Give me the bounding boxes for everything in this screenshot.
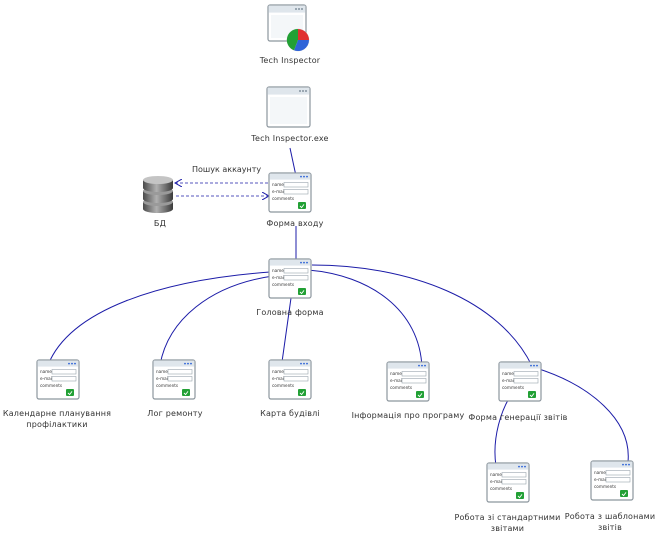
- form-window-icon-main-form[interactable]: name e-mail comments: [268, 258, 312, 300]
- svg-text:comments: comments: [490, 486, 512, 491]
- node-label-repair-log: Лог ремонту: [147, 409, 203, 418]
- svg-text:name: name: [502, 371, 514, 376]
- node-label-tpl-reports: Робота з шаблонами звітів: [564, 512, 656, 532]
- node-label-about: Інформація про програму: [351, 411, 465, 420]
- svg-text:name: name: [490, 472, 502, 477]
- edge-main-to-repair-log: [159, 275, 274, 366]
- node-label-reports-form: Форма генерації звітів: [468, 413, 568, 422]
- form-window-icon-std-reports[interactable]: name e-mail comments: [486, 462, 530, 504]
- edge-exe-to-login: [289, 147, 297, 177]
- edge-reports-to-tpl: [535, 367, 629, 463]
- database-icon[interactable]: [141, 173, 175, 215]
- svg-text:comments: comments: [272, 196, 294, 201]
- svg-text:e-mail: e-mail: [390, 378, 403, 383]
- node-label-login-form: Форма входу: [266, 219, 324, 228]
- svg-text:comments: comments: [272, 383, 294, 388]
- svg-text:name: name: [390, 371, 402, 376]
- node-label-std-reports: Робота зі стандартними звітами: [454, 513, 561, 533]
- edge-main-to-about: [307, 269, 423, 369]
- svg-text:name: name: [272, 182, 284, 187]
- svg-text:name: name: [272, 268, 284, 273]
- svg-text:e-mail: e-mail: [594, 477, 607, 482]
- edge-main-to-reports: [311, 264, 533, 367]
- node-label-tech-inspector: Tech Inspector: [259, 56, 321, 65]
- svg-text:name: name: [40, 369, 52, 374]
- svg-text:comments: comments: [40, 383, 62, 388]
- svg-text:e-mail: e-mail: [490, 479, 503, 484]
- form-window-icon-calendar[interactable]: name e-mail comments: [36, 359, 80, 401]
- edge-label-account-search: Пошук аккаунту: [192, 165, 262, 174]
- node-label-main-form: Головна форма: [256, 308, 324, 317]
- svg-text:name: name: [594, 470, 606, 475]
- window-pie-chart-icon[interactable]: [265, 4, 315, 54]
- svg-text:e-mail: e-mail: [40, 376, 53, 381]
- svg-text:e-mail: e-mail: [156, 376, 169, 381]
- node-label-tech-inspector-exe: Tech Inspector.exe: [251, 134, 329, 143]
- form-window-icon-login-form[interactable]: name e-mail comments: [268, 172, 312, 214]
- window-icon[interactable]: [266, 86, 312, 130]
- form-window-icon-building-map[interactable]: name e-mail comments: [268, 359, 312, 401]
- svg-text:comments: comments: [390, 385, 412, 390]
- form-window-icon-tpl-reports[interactable]: name e-mail comments: [590, 460, 634, 502]
- form-window-icon-repair-log[interactable]: name e-mail comments: [152, 359, 196, 401]
- svg-text:comments: comments: [594, 484, 616, 489]
- node-label-db: БД: [153, 219, 167, 228]
- edge-main-to-calendar: [47, 271, 271, 366]
- svg-text:comments: comments: [502, 385, 524, 390]
- svg-text:e-mail: e-mail: [272, 275, 285, 280]
- svg-text:e-mail: e-mail: [502, 378, 515, 383]
- svg-text:name: name: [272, 369, 284, 374]
- svg-text:e-mail: e-mail: [272, 189, 285, 194]
- node-label-building-map: Карта будівлі: [260, 409, 320, 418]
- svg-text:comments: comments: [156, 383, 178, 388]
- svg-text:e-mail: e-mail: [272, 376, 285, 381]
- edge-main-to-building-map: [281, 297, 292, 363]
- node-label-calendar: Календарне планування профілактики: [2, 409, 112, 429]
- form-window-icon-reports-form[interactable]: name e-mail comments: [498, 361, 542, 403]
- form-window-icon-about[interactable]: name e-mail comments: [386, 361, 430, 403]
- svg-text:name: name: [156, 369, 168, 374]
- svg-text:comments: comments: [272, 282, 294, 287]
